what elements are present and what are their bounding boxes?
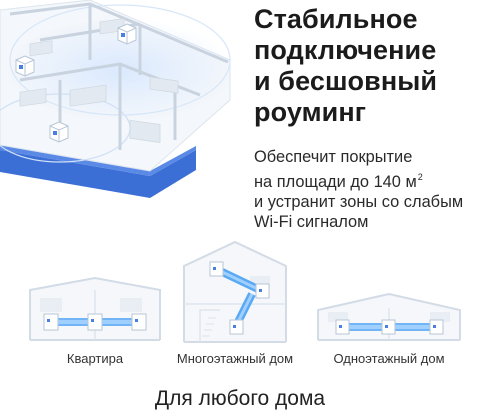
- home-label-single-story: Одноэтажный дом: [333, 351, 445, 366]
- home-label-multistory: Многоэтажный дом: [176, 351, 294, 366]
- area-unit-superscript: 2: [417, 172, 423, 182]
- description-line: на площади до 140 м2: [254, 167, 476, 192]
- description-line: Обеспечит покрытие: [254, 148, 413, 166]
- home-label-apartment: Квартира: [66, 351, 124, 366]
- mesh-unit-icon: [15, 23, 137, 143]
- multistory-house-icon: [180, 240, 290, 344]
- description-line: Wi-Fi сигналом: [254, 213, 369, 231]
- headline-line: подключение: [254, 35, 437, 65]
- description-line: и устранит зоны со слабым: [254, 193, 464, 211]
- area-text: на площади до 140 м: [254, 173, 417, 191]
- single-story-house-icon: [314, 290, 464, 342]
- headline-line: роуминг: [254, 97, 367, 127]
- footer-caption: Для любого дома: [154, 387, 326, 410]
- mesh-floorplan-illustration: [0, 0, 240, 205]
- headline: Стабильное подключение и бесшовный роуми…: [254, 4, 476, 128]
- headline-line: и бесшовный: [254, 66, 438, 96]
- apartment-icon: [28, 276, 162, 342]
- coverage-description: Обеспечит покрытие на площади до 140 м2 …: [254, 147, 476, 232]
- headline-line: Стабильное: [254, 4, 418, 34]
